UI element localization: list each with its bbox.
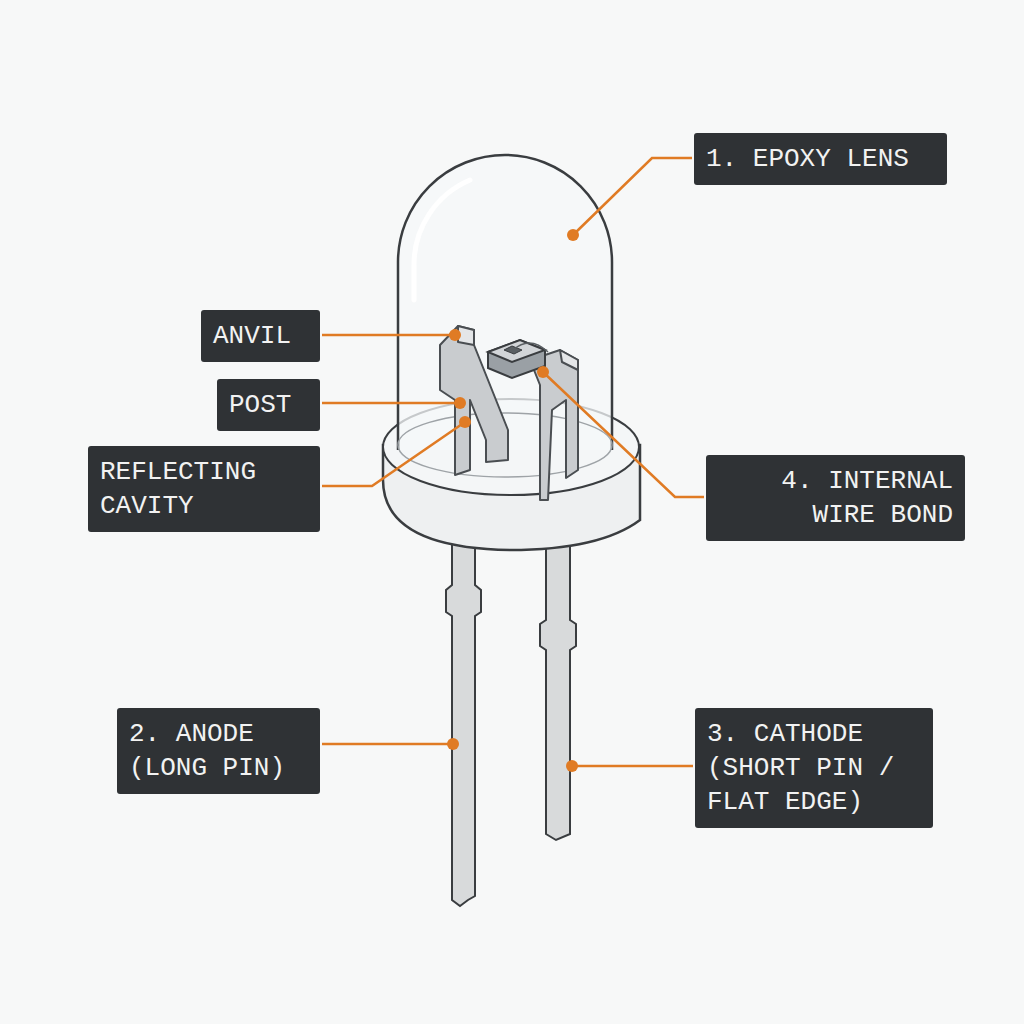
callout-label: 3. CATHODE (SHORT PIN / FLAT EDGE) [707,717,921,819]
internal-frame [440,326,578,500]
callout-box: ANVIL [201,310,320,362]
leader-lines [322,158,704,766]
callout-box: POST [217,379,320,431]
callout-box: 3. CATHODE (SHORT PIN / FLAT EDGE) [695,708,933,828]
callout-label: 2. ANODE (LONG PIN) [129,717,308,785]
lead-pins [446,500,576,906]
callout-label: 1. EPOXY LENS [706,142,935,176]
callout-box: 2. ANODE (LONG PIN) [117,708,320,794]
leader-dots [447,229,579,772]
callout-label: POST [229,388,308,422]
wire-bond [513,343,548,352]
callout-box: 4. INTERNAL WIRE BOND [706,455,965,541]
led-die [488,340,545,378]
callout-label: REFLECTING CAVITY [100,455,308,523]
callout-box: 1. EPOXY LENS [694,133,947,185]
callout-box: REFLECTING CAVITY [88,446,320,532]
callout-label: 4. INTERNAL WIRE BOND [718,464,953,532]
callout-label: ANVIL [213,319,308,353]
lens-highlight [414,180,470,300]
